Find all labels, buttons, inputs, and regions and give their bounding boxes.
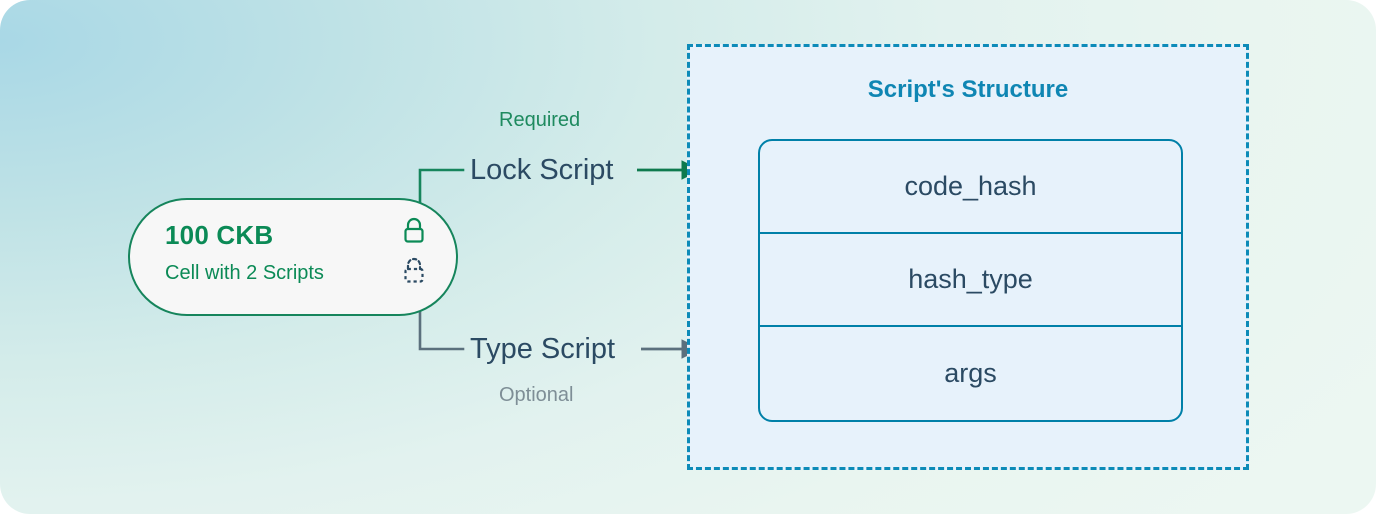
script-structure-title: Script's Structure — [867, 76, 1069, 103]
lock-dashed-icon — [404, 257, 424, 283]
lock-script-caption: Required — [499, 109, 581, 131]
field-row: code_hash — [760, 141, 1181, 234]
field-row: args — [944, 357, 997, 388]
cell-subtitle: Cell with 2 Scripts — [165, 262, 324, 284]
script-structure-panel: Script's Structure code_hash hash_type a… — [687, 44, 1249, 470]
lock-solid-icon — [404, 217, 424, 243]
cell-pill: 100 CKB Cell with 2 Scripts — [128, 198, 458, 316]
lock-script-label: Lock Script — [470, 154, 614, 186]
script-fields-box: code_hash hash_type args — [758, 139, 1183, 422]
type-script-caption: Optional — [499, 384, 574, 406]
type-script-label: Type Script — [470, 333, 616, 365]
field-row: hash_type — [760, 234, 1181, 327]
cell-amount: 100 CKB — [165, 220, 274, 250]
